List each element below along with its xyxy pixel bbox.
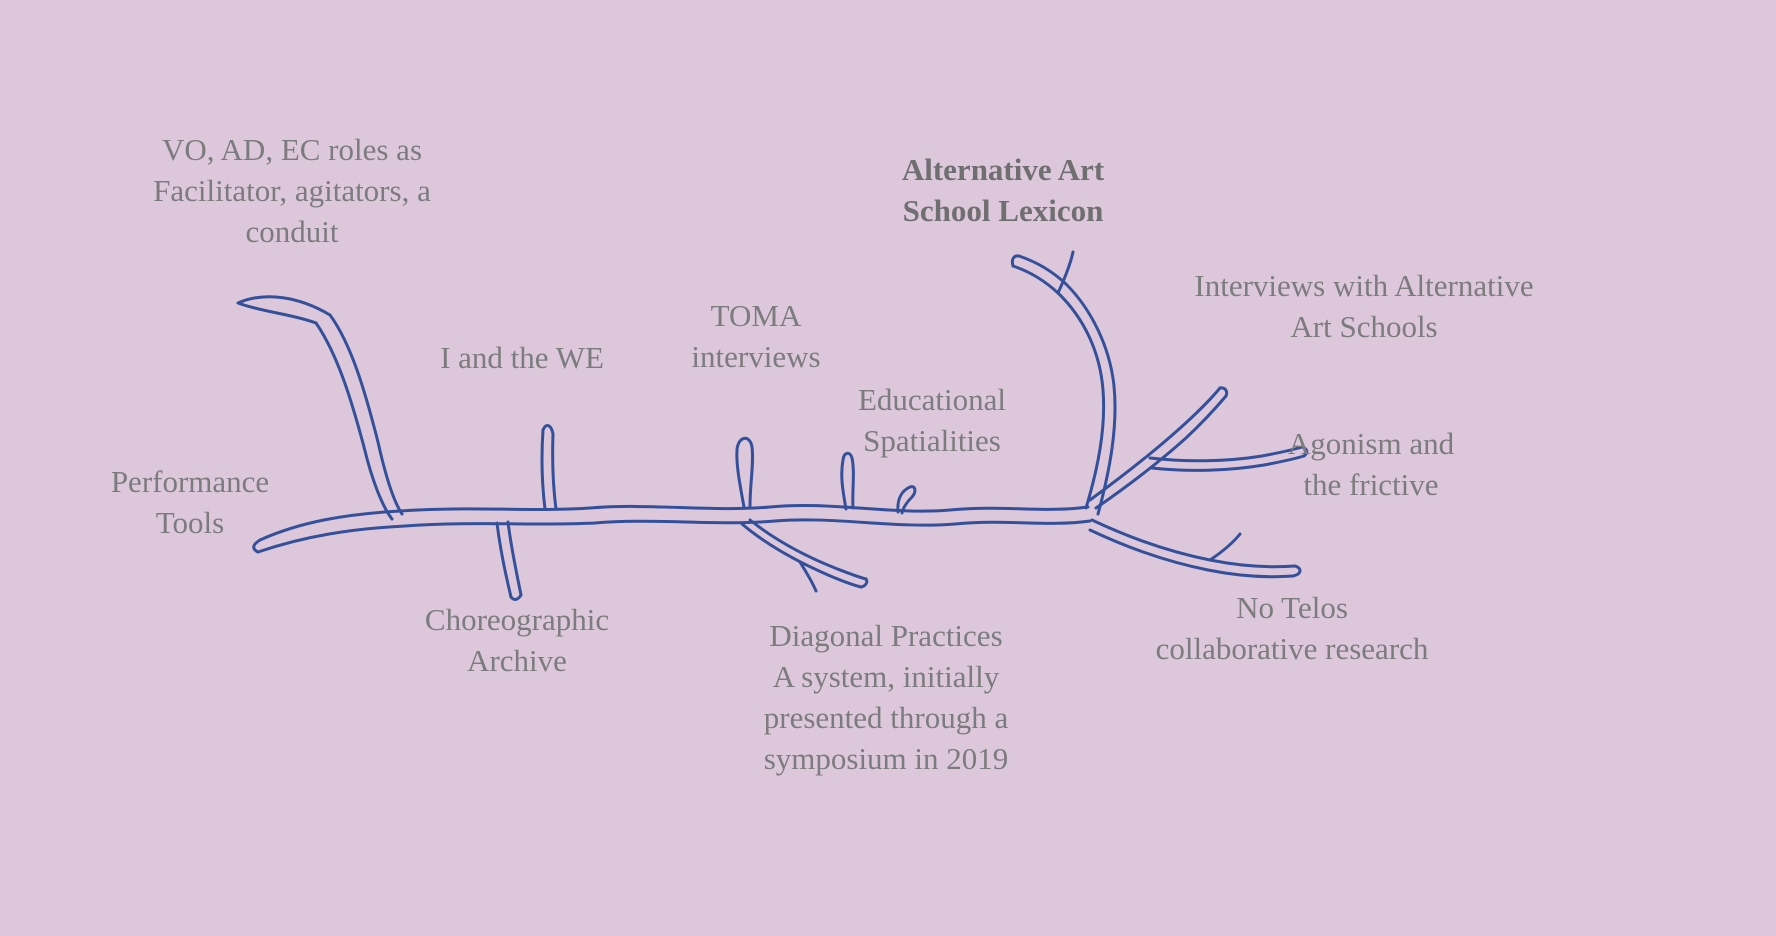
shoot-1-b <box>551 432 558 511</box>
branch-notelos-b <box>1088 528 1295 579</box>
branch-upleft-hook <box>236 295 332 325</box>
branch-agonism-tip <box>1300 445 1309 458</box>
branch-down-diagonal-fork <box>798 560 818 593</box>
branch-agonism-a <box>1148 445 1304 463</box>
label-vo-ad-ec-roles: VO, AD, EC roles as Facilitator, agitato… <box>153 132 431 249</box>
shoot-4-nub <box>896 485 917 515</box>
shoot-1-a <box>540 428 547 511</box>
label-alternative-art-school-lexicon: Alternative Art School Lexicon <box>901 152 1105 228</box>
branch-lexicon-a <box>1011 264 1106 510</box>
branch-interviews-a <box>1088 386 1222 502</box>
branch-interviews-b <box>1094 394 1228 510</box>
label-agonism-and-the-frictive: Agonism and the frictive <box>1287 426 1455 502</box>
branch-down-choreo-tip <box>509 593 523 601</box>
branch-down-choreo-a <box>495 521 513 599</box>
branch-notelos-tip <box>1291 564 1302 578</box>
label-choreographic-archive: Choreographic Archive <box>424 602 610 678</box>
label-educational-spatialities: Educational Spatialities <box>857 382 1007 458</box>
trunk-top-edge <box>258 504 1090 542</box>
shoot-3 <box>840 451 855 511</box>
branch-upleft-a <box>328 313 404 516</box>
branch-down-diagonal-tip <box>859 577 869 589</box>
branch-lexicon-fork <box>1056 250 1075 295</box>
label-diagonal-practices: Diagonal Practices A system, initially p… <box>763 618 1009 776</box>
branch-lexicon-b <box>1017 254 1117 516</box>
label-interviews-with-alternative-art-schools: Interviews with Alternative Art Schools <box>1194 268 1534 344</box>
branch-agonism-b <box>1150 454 1306 472</box>
label-performance-tools: Performance Tools <box>110 464 270 540</box>
trunk-left-tip <box>252 538 262 554</box>
branch-upleft-b <box>314 321 394 521</box>
branch-down-diagonal-b <box>748 518 868 581</box>
branch-down-choreo-b <box>506 520 523 597</box>
label-i-and-the-we: I and the WE <box>440 340 604 375</box>
shoot-1-tip <box>541 424 555 436</box>
label-no-telos: No Telos collaborative research <box>1155 590 1429 666</box>
branch-lexicon-tip <box>1010 254 1021 268</box>
label-toma-interviews: TOMA interviews <box>691 298 821 374</box>
branch-down-diagonal-a <box>740 522 863 589</box>
shoot-2-loop <box>735 436 755 509</box>
branch-notelos-fork <box>1208 532 1242 562</box>
branch-interviews-tip <box>1218 386 1229 398</box>
trunk-bottom-edge <box>256 518 1092 554</box>
